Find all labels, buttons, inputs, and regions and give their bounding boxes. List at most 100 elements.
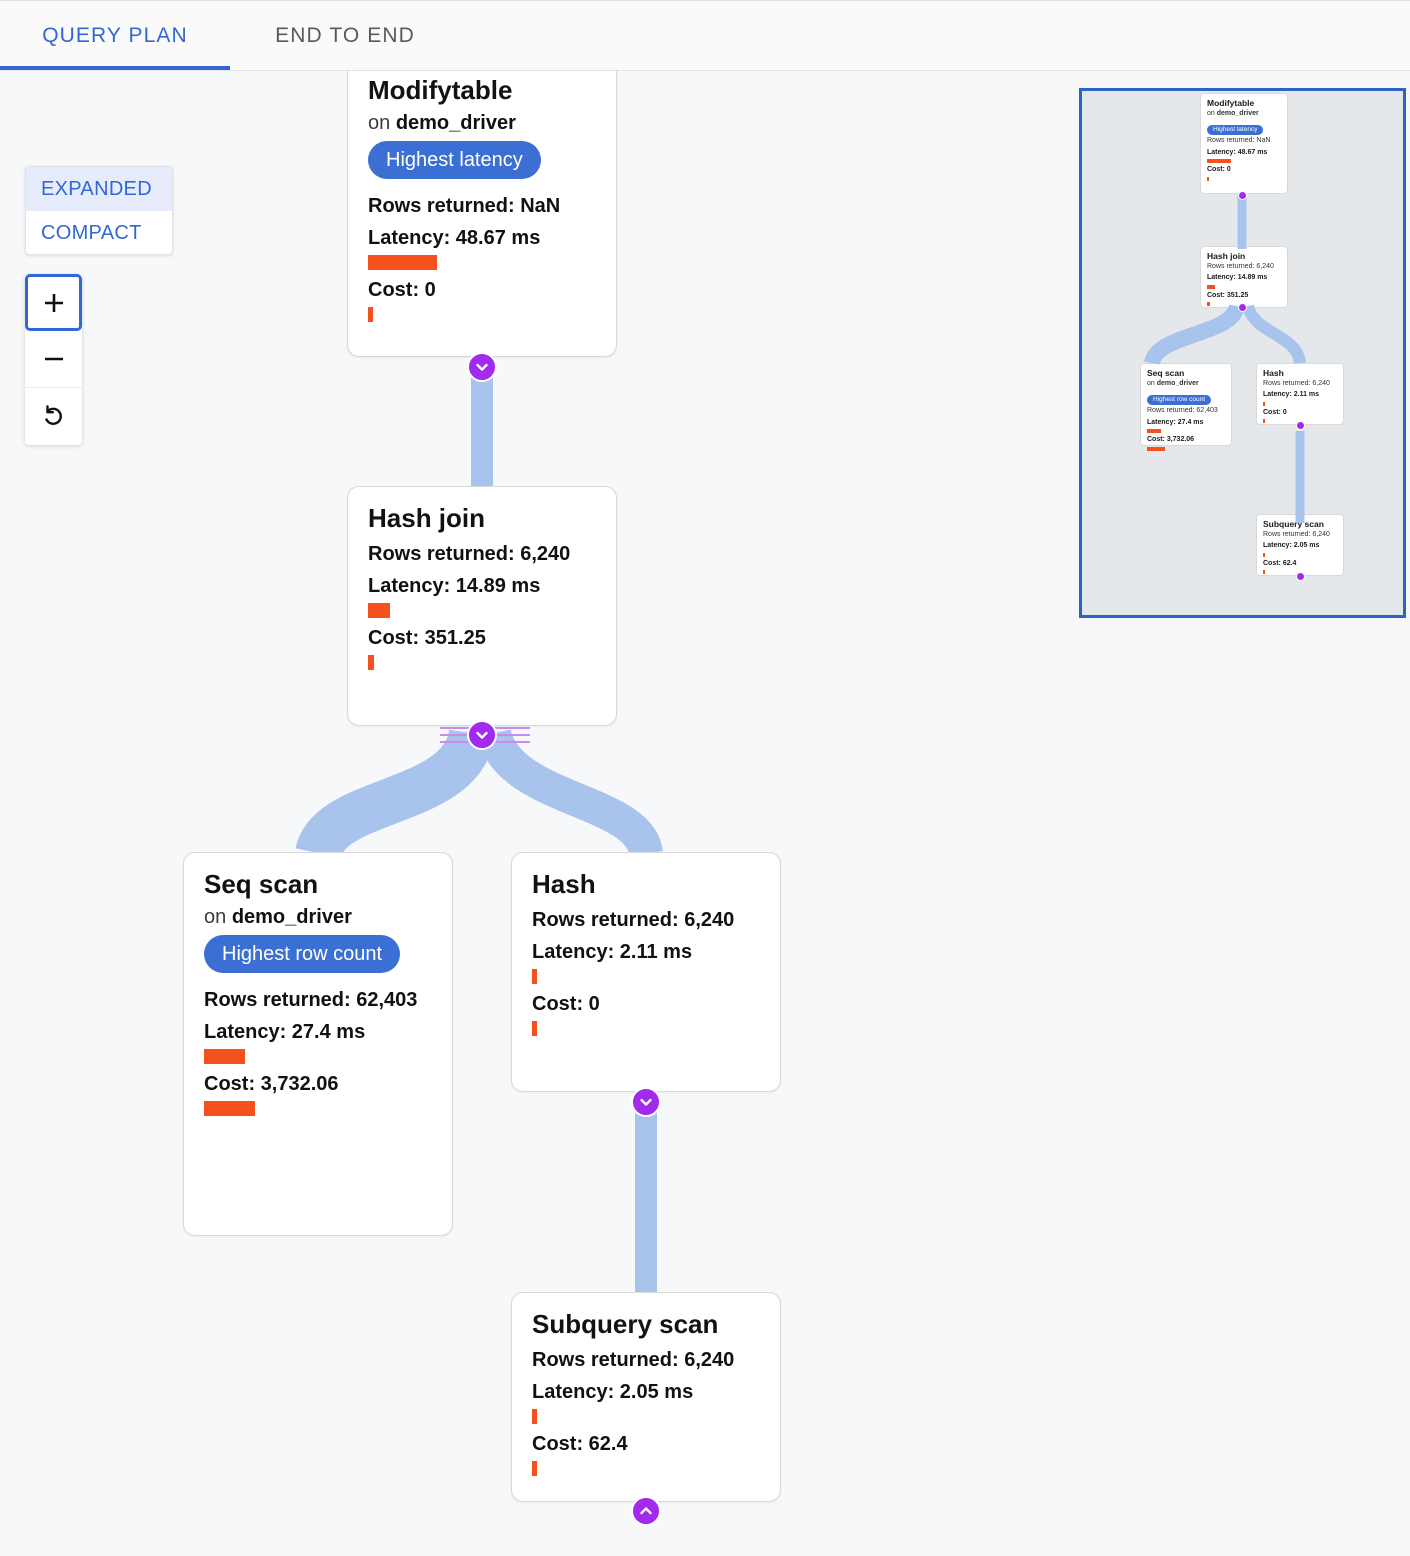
- reset-icon: [44, 404, 62, 425]
- minus-icon: [44, 357, 63, 361]
- cost-bar: [1263, 570, 1265, 575]
- plan-node-hash[interactable]: Hash Rows returned: 6,240 Latency: 2.11 …: [511, 852, 781, 1092]
- collapse-toggle-modifytable[interactable]: [467, 352, 497, 382]
- metric-cost: Cost: 3,732.06: [1147, 436, 1195, 443]
- node-relation-prefix: on: [204, 906, 227, 929]
- node-title: Seq scan: [1147, 368, 1185, 378]
- node-title: Modifytable: [1207, 98, 1255, 108]
- minimap-node-modifytable[interactable]: Modifytable on demo_driver Highest laten…: [1200, 93, 1288, 194]
- status-badge: Highest row count: [1147, 394, 1212, 405]
- metric-cost: Cost: 62.4: [1263, 559, 1297, 567]
- latency-bar: [1263, 401, 1265, 406]
- plan-minimap[interactable]: Modifytable on demo_driver Highest laten…: [1079, 88, 1406, 618]
- metric-cost: Cost: 0: [532, 993, 600, 1016]
- cost-bar: [368, 307, 373, 323]
- node-relation-name: demo_driver: [1216, 109, 1259, 117]
- metric-rows-returned: Rows returned: 6,240: [1263, 530, 1330, 538]
- plan-node-seq-scan[interactable]: Seq scan on demo_driver Highest row coun…: [183, 852, 453, 1236]
- collapse-toggle-hashjoin[interactable]: [467, 720, 497, 750]
- cost-bar: [1207, 302, 1210, 307]
- node-relation-prefix: on: [368, 112, 391, 135]
- latency-bar: [532, 969, 537, 985]
- metric-latency: Latency: 2.05 ms: [1263, 542, 1320, 550]
- node-relation-name: demo_driver: [1156, 379, 1199, 387]
- metric-cost: Cost: 0: [1263, 408, 1287, 416]
- latency-bar: [368, 255, 437, 271]
- node-relation: on demo_driver: [1147, 379, 1225, 388]
- metric-cost: Cost: 351.25: [368, 627, 486, 650]
- node-relation-prefix: on: [1207, 109, 1215, 117]
- plan-node-modifytable[interactable]: Modifytable on demo_driver Highest laten…: [347, 71, 617, 357]
- zoom-in-button[interactable]: [25, 274, 82, 331]
- metric-latency: Latency: 27.4 ms: [1147, 418, 1204, 426]
- cost-bar: [532, 1461, 537, 1477]
- metric-latency: Latency: 2.05 ms: [532, 1381, 694, 1404]
- cost-bar: [204, 1101, 255, 1117]
- node-title: Modifytable: [368, 75, 513, 105]
- minimap-edge-layer: [1144, 195, 1306, 523]
- tab-query-plan[interactable]: QUERY PLAN: [42, 24, 188, 47]
- latency-bar: [1263, 552, 1265, 557]
- latency-bar: [1207, 284, 1215, 289]
- metric-latency: Latency: 2.11 ms: [532, 941, 693, 964]
- minimap-toggle-hash[interactable]: [1296, 421, 1305, 430]
- zoom-out-button[interactable]: [25, 331, 82, 388]
- minimap-toggle-subquery-scan[interactable]: [1296, 572, 1305, 581]
- node-relation-name: demo_driver: [231, 906, 352, 929]
- zoom-controls: [25, 274, 82, 445]
- node-relation-name: demo_driver: [395, 112, 516, 135]
- tab-bar: QUERY PLAN END TO END: [0, 0, 1410, 71]
- latency-bar: [368, 603, 390, 619]
- latency-bar: [1207, 159, 1231, 163]
- minimap-node-hash[interactable]: Hash Rows returned: 6,240 Latency: 2.11 …: [1256, 363, 1344, 425]
- metric-latency: Latency: 48.67 ms: [368, 227, 541, 250]
- node-title: Hash: [532, 869, 596, 899]
- node-relation: on demo_driver: [1207, 109, 1281, 118]
- latency-bar: [1147, 429, 1161, 433]
- expand-toggle-subqueryscan[interactable]: [631, 1496, 661, 1526]
- node-title: Subquery scan: [1263, 519, 1324, 529]
- metric-cost: Cost: 351.25: [1207, 291, 1249, 299]
- edge-hashjoin-hash: [477, 727, 663, 858]
- node-title: Hash: [1263, 368, 1284, 378]
- plus-icon: [44, 293, 63, 312]
- reset-view-button[interactable]: [25, 388, 82, 445]
- node-relation-prefix: on: [1147, 379, 1155, 387]
- cost-bar: [368, 655, 374, 671]
- plan-node-hash-join[interactable]: Hash join Rows returned: 6,240 Latency: …: [347, 486, 617, 726]
- minimap-toggle-hash-join[interactable]: [1238, 303, 1247, 312]
- tab-end-to-end[interactable]: END TO END: [275, 24, 415, 47]
- metric-rows-returned: Rows returned: 62,403: [204, 989, 418, 1012]
- collapse-toggle-hash[interactable]: [631, 1087, 661, 1117]
- metric-latency: Latency: 48.67 ms: [1207, 148, 1268, 156]
- query-plan-canvas[interactable]: Modifytable on demo_driver Highest laten…: [0, 71, 1410, 1556]
- view-mode-compact[interactable]: COMPACT: [41, 221, 142, 244]
- minimap-node-seq-scan[interactable]: Seq scan on demo_driver Highest row coun…: [1140, 363, 1232, 451]
- metric-latency: Latency: 14.89 ms: [368, 575, 541, 598]
- active-tab-indicator: [0, 66, 230, 70]
- cost-bar: [532, 1021, 537, 1037]
- metric-rows-returned: Rows returned: NaN: [368, 195, 561, 218]
- metric-cost: Cost: 3,732.06: [204, 1073, 339, 1096]
- metric-cost: Cost: 0: [1207, 166, 1231, 173]
- view-mode-toggle[interactable]: EXPANDED COMPACT: [25, 166, 173, 255]
- metric-rows-returned: Rows returned: 6,240: [368, 543, 571, 566]
- plan-node-subquery-scan[interactable]: Subquery scan Rows returned: 6,240 Laten…: [511, 1292, 781, 1502]
- node-title: Seq scan: [204, 869, 319, 899]
- metric-rows-returned: Rows returned: 6,240: [532, 1349, 735, 1372]
- node-title: Subquery scan: [532, 1309, 719, 1339]
- metric-rows-returned: Rows returned: 6,240: [1207, 262, 1274, 270]
- view-mode-expanded[interactable]: EXPANDED: [26, 167, 172, 211]
- cost-bar: [1147, 446, 1165, 451]
- latency-bar: [532, 1409, 537, 1425]
- metric-latency: Latency: 14.89 ms: [1207, 274, 1268, 282]
- metric-latency: Latency: 2.11 ms: [1263, 391, 1320, 399]
- status-badge: Highest latency: [1207, 124, 1264, 135]
- latency-bar: [204, 1049, 245, 1065]
- minimap-toggle-modifytable[interactable]: [1238, 191, 1247, 200]
- node-relation: on demo_driver: [204, 906, 432, 929]
- minimap-node-hash-join[interactable]: Hash join Rows returned: 6,240 Latency: …: [1200, 246, 1288, 308]
- node-title: Hash join: [1207, 251, 1246, 261]
- metric-rows-returned: Rows returned: 6,240: [532, 909, 735, 932]
- node-relation: on demo_driver: [368, 112, 596, 135]
